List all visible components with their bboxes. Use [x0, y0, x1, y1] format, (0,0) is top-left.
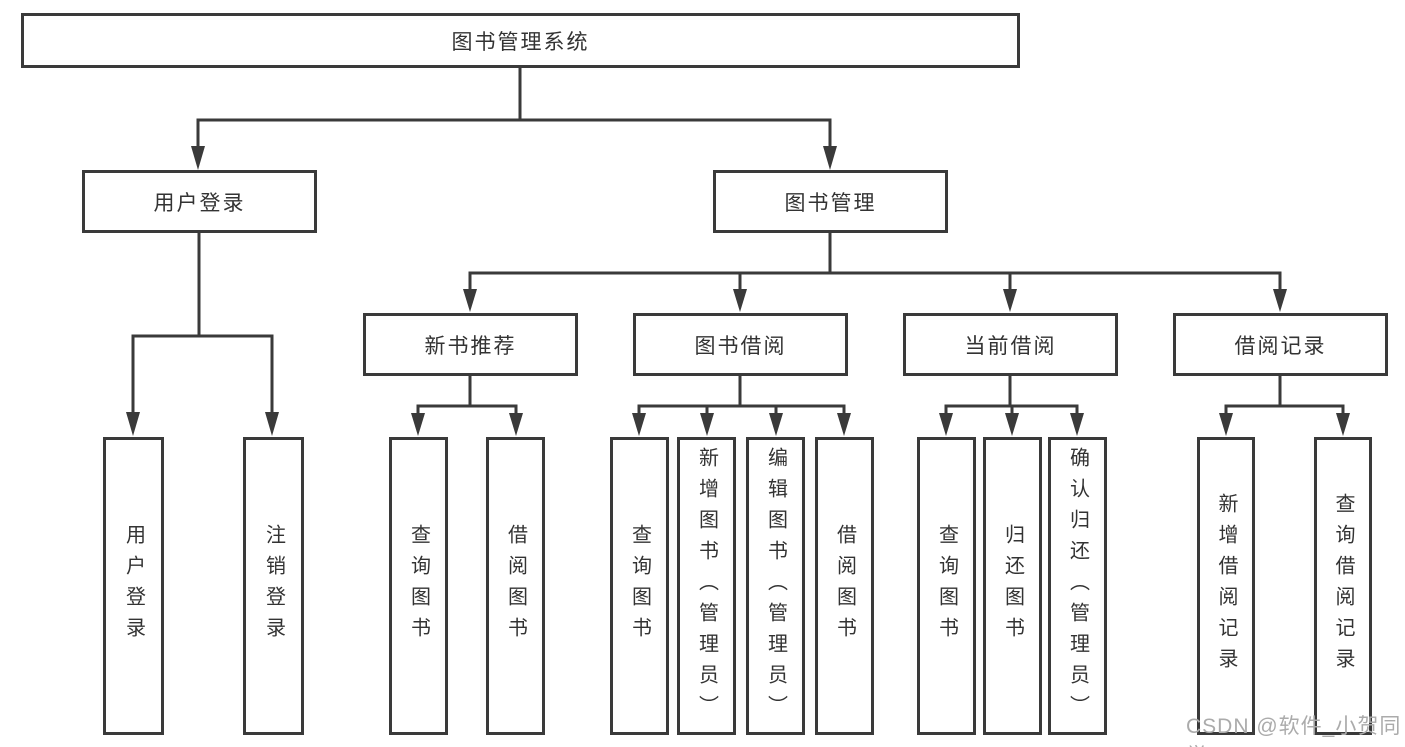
node-label: 图书借阅	[694, 334, 787, 358]
leaf-label: 用户登录	[122, 524, 145, 648]
leaf-label: 编辑图书（管理员）	[764, 446, 787, 726]
leaf-label: 查询图书	[628, 524, 651, 648]
node-label: 图书管理系统	[451, 30, 590, 54]
node-book-management: 图书管理	[713, 170, 948, 233]
leaf-logout: 注销登录	[243, 437, 304, 735]
leaf-label: 查询图书	[935, 524, 958, 648]
node-borrowing-records: 借阅记录	[1173, 313, 1388, 376]
leaf-confirm-return-admin: 确认归还（管理员）	[1048, 437, 1107, 735]
leaf-user-login: 用户登录	[103, 437, 164, 735]
leaf-edit-book-admin: 编辑图书（管理员）	[746, 437, 805, 735]
csdn-watermark: CSDN @软件_小贺同学	[1186, 715, 1402, 747]
node-current-borrowing: 当前借阅	[903, 313, 1118, 376]
leaf-label: 注销登录	[262, 524, 285, 648]
node-new-book-recommendation: 新书推荐	[363, 313, 578, 376]
leaf-query-books-current: 查询图书	[917, 437, 976, 735]
leaf-label: 归还图书	[1001, 524, 1024, 648]
leaf-label: 查询图书	[407, 524, 430, 648]
node-label: 图书管理	[784, 191, 877, 215]
leaf-label: 借阅图书	[833, 524, 856, 648]
leaf-add-borrow-record: 新增借阅记录	[1197, 437, 1255, 735]
leaf-borrow-books-newbook: 借阅图书	[486, 437, 545, 735]
node-label: 当前借阅	[964, 334, 1057, 358]
node-library-system: 图书管理系统	[21, 13, 1020, 68]
node-label: 借阅记录	[1234, 334, 1327, 358]
leaf-label: 确认归还（管理员）	[1066, 446, 1089, 726]
leaf-borrow-books-borrow: 借阅图书	[815, 437, 874, 735]
node-book-borrowing: 图书借阅	[633, 313, 848, 376]
leaf-label: 新增图书（管理员）	[695, 446, 718, 726]
node-label: 用户登录	[153, 191, 246, 215]
node-user-login: 用户登录	[82, 170, 317, 233]
leaf-label: 查询借阅记录	[1332, 493, 1354, 679]
leaf-add-book-admin: 新增图书（管理员）	[677, 437, 736, 735]
leaf-query-books-newbook: 查询图书	[389, 437, 448, 735]
leaf-return-book: 归还图书	[983, 437, 1042, 735]
node-label: 新书推荐	[424, 334, 517, 358]
leaf-query-borrow-record: 查询借阅记录	[1314, 437, 1372, 735]
leaf-query-books-borrow: 查询图书	[610, 437, 669, 735]
leaf-label: 新增借阅记录	[1215, 493, 1237, 679]
leaf-label: 借阅图书	[504, 524, 527, 648]
